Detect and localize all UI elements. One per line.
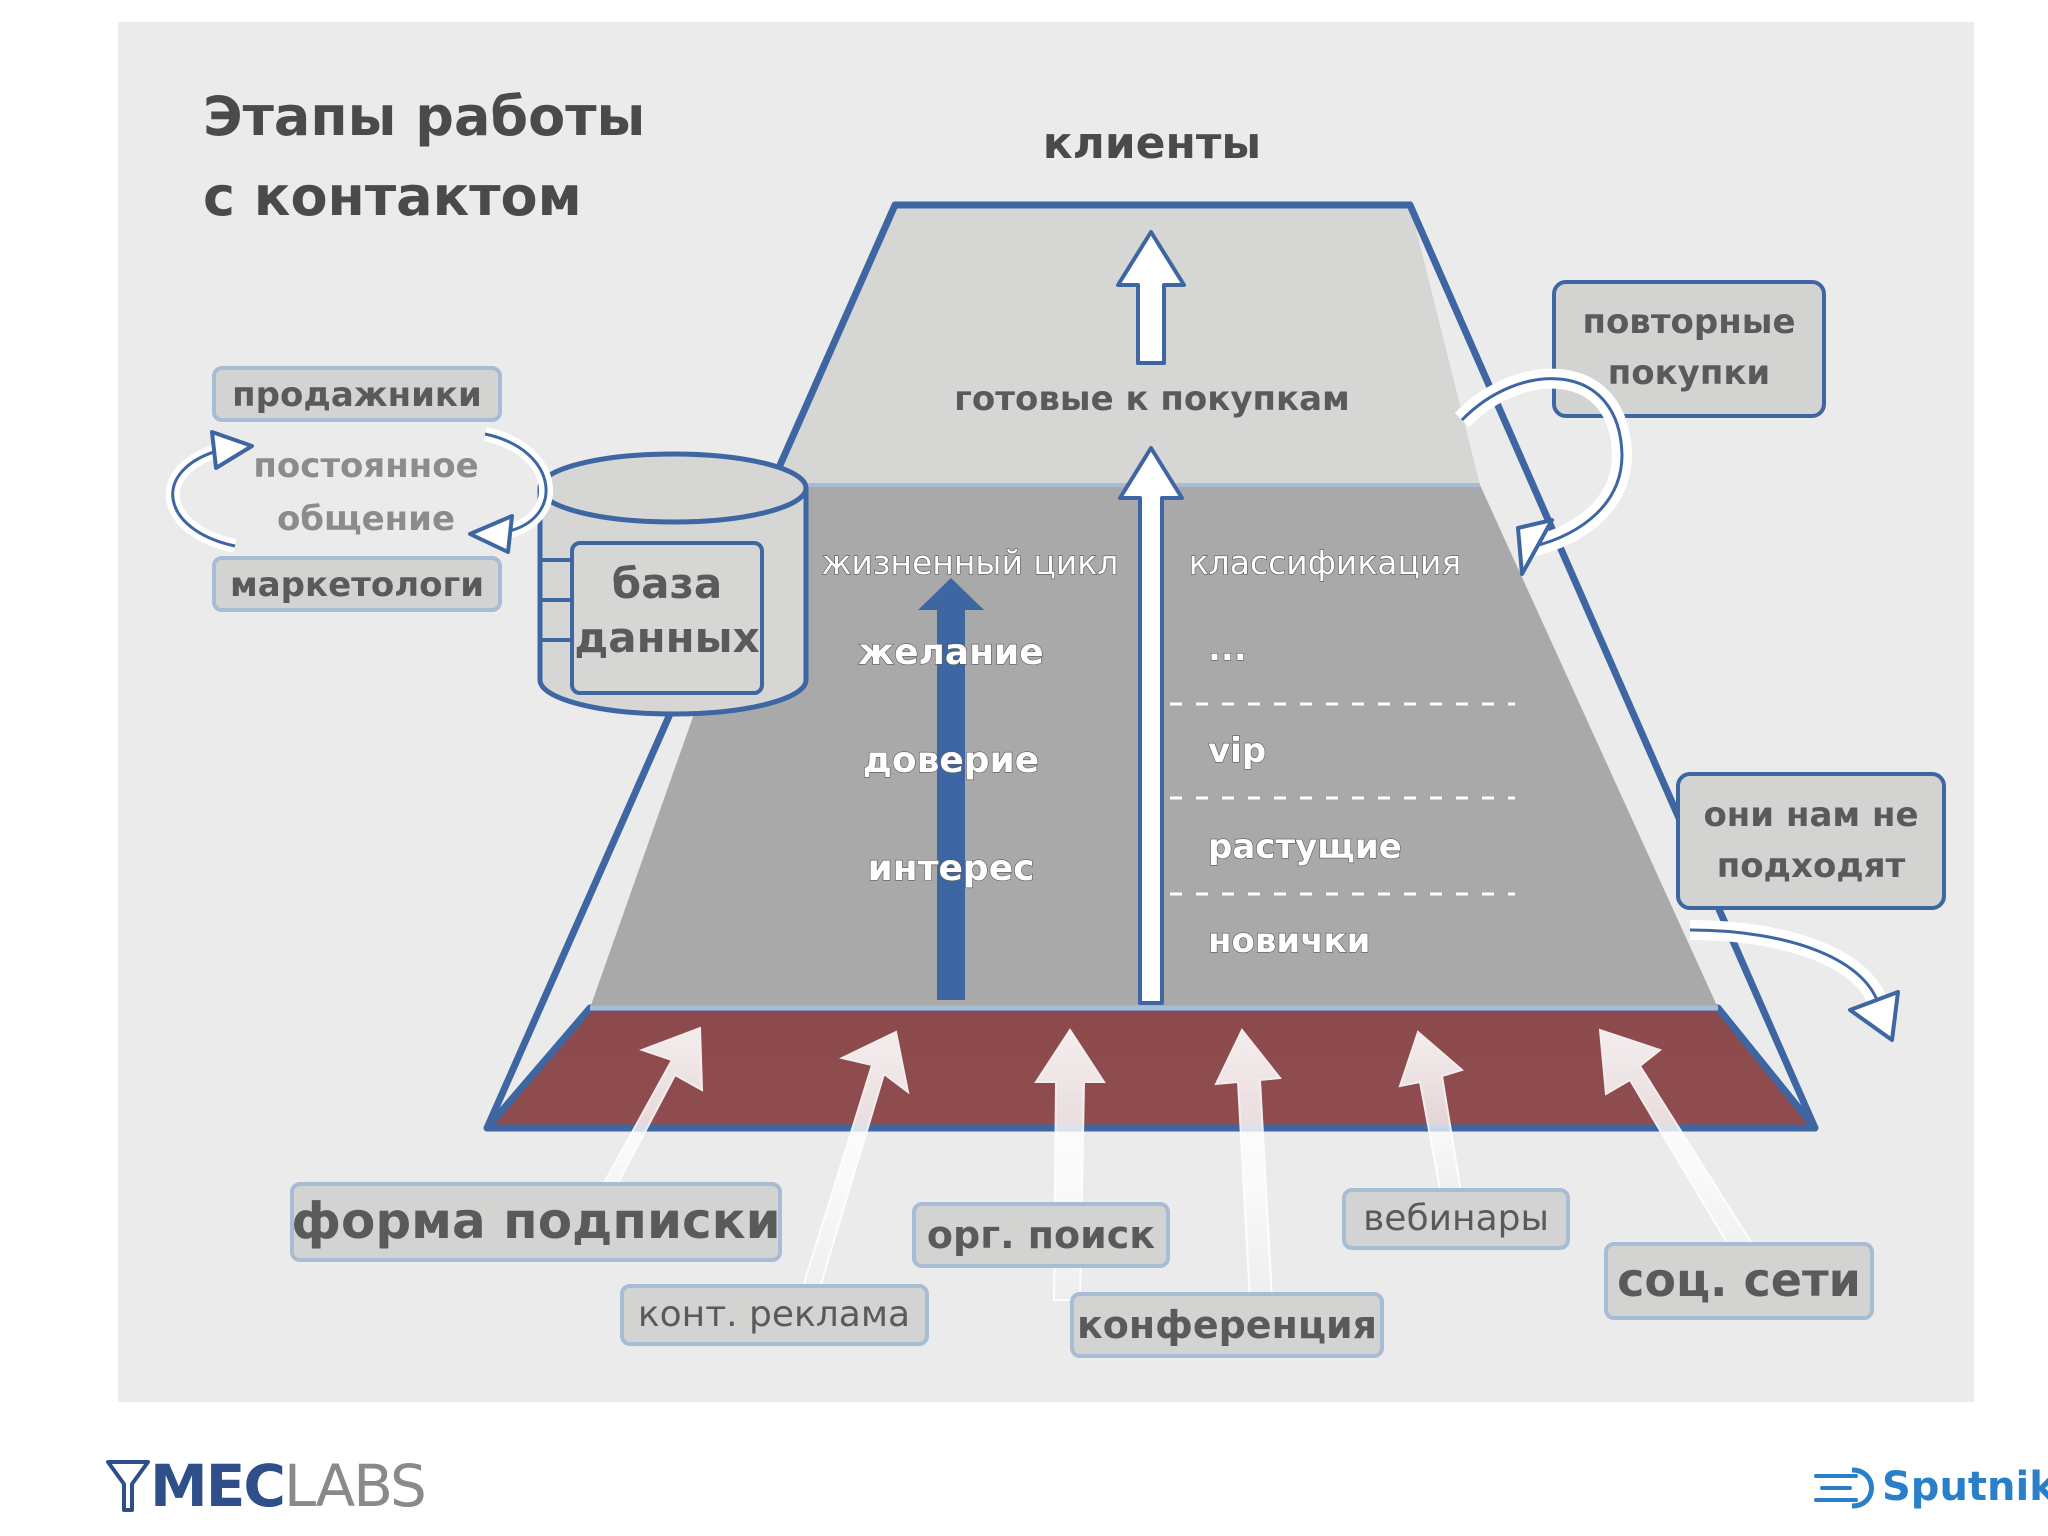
class-growing: растущие [1208, 827, 1402, 867]
title-line-1: Этапы работы [203, 85, 645, 148]
repeat-purchases-box: повторные покупки [1552, 280, 1826, 418]
marketers-box: маркетологи [212, 556, 502, 612]
not-fit-box: они нам не подходят [1676, 772, 1946, 910]
source-webinars-label: вебинары [1363, 1198, 1549, 1239]
classification-header: классификация [1189, 543, 1462, 582]
sales-label: продажники [232, 375, 482, 415]
source-arrow-conference [1214, 1028, 1282, 1301]
sputnik-logo: Sputnik [1812, 1462, 2048, 1512]
class-vip: vip [1208, 731, 1266, 771]
class-newbies: новички [1208, 921, 1370, 961]
repeat-arrow-edge [1460, 377, 1624, 550]
repeat-purchases-line-1: повторные [1582, 302, 1795, 342]
database-label-line-2: данных [574, 613, 759, 662]
marketers-label: маркетологи [230, 565, 484, 605]
growth-arrow-main [1118, 446, 1184, 1005]
repeat-arrow-head [1516, 518, 1554, 576]
loop-arrow-right-head [468, 514, 514, 554]
not-fit-line-2: подходят [1717, 846, 1906, 886]
meclabs-logo-part-2: LABS [283, 1452, 427, 1520]
communication-line-2: общение [277, 499, 455, 539]
arrow-up-to-clients [1116, 230, 1186, 365]
source-context-ads-label: конт. реклама [638, 1294, 910, 1335]
source-webinars: вебинары [1342, 1188, 1570, 1250]
loop-arrow-right-edge [484, 432, 548, 534]
source-organic-label: орг. поиск [927, 1213, 1155, 1257]
database-label-line-1: база [612, 559, 722, 608]
ready-top-layer [775, 205, 1480, 485]
lifecycle-arrow [918, 578, 984, 1000]
loop-arrow-left-head [210, 430, 254, 470]
meclabs-logo-part-1: MEC [150, 1452, 286, 1520]
source-arrow-webinars [1398, 1030, 1465, 1202]
meclabs-funnel-icon [106, 1460, 150, 1512]
source-conference: конференция [1070, 1292, 1384, 1358]
source-arrow-social [1598, 1028, 1768, 1280]
source-social: соц. сети [1604, 1242, 1874, 1320]
database-cylinder: база данных [537, 451, 809, 717]
loop-arrow-left-edge [171, 448, 236, 548]
clients-label: клиенты [1043, 118, 1261, 169]
source-subscription-label: форма подписки [291, 1192, 780, 1250]
source-conference-label: конференция [1077, 1303, 1377, 1347]
source-arrow-context-ads [800, 1030, 910, 1296]
source-social-label: соц. сети [1617, 1253, 1861, 1307]
stage-desire: желание [858, 632, 1043, 673]
sputnik-logo-text: Sputnik [1882, 1464, 2048, 1510]
loop-arrow-right-body [483, 427, 554, 539]
ready-to-buy-label: готовые к покупкам [954, 379, 1350, 419]
source-organic-search: орг. поиск [912, 1202, 1170, 1268]
exit-arrow-head [1848, 990, 1900, 1042]
lifecycle-header: жизненный цикл [822, 543, 1119, 582]
source-subscription-form: форма подписки [290, 1182, 782, 1262]
title-line-2: с контактом [203, 165, 582, 228]
sputnik-mark-icon [1814, 1467, 1874, 1509]
communication-line-1: постоянное [253, 446, 478, 486]
repeat-purchases-line-2: покупки [1608, 353, 1770, 393]
sales-box: продажники [212, 366, 502, 422]
stage-trust: доверие [863, 740, 1039, 781]
stage-interest: интерес [868, 848, 1035, 889]
not-fit-line-1: они нам не [1703, 795, 1918, 835]
class-more: ... [1208, 629, 1247, 669]
exit-arrow-edge [1689, 928, 1882, 1011]
source-context-ads: конт. реклама [620, 1284, 929, 1346]
